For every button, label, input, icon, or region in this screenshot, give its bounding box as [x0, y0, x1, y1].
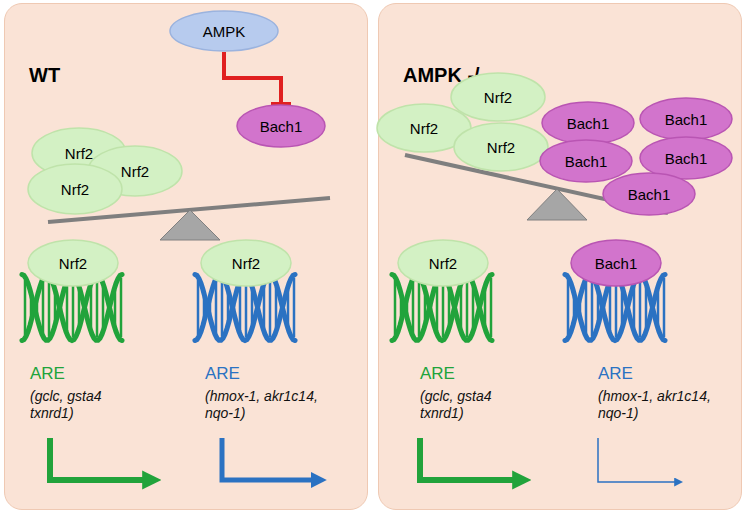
- base-pair: [466, 278, 469, 338]
- gene-list: (hmox-1, akr1c14, nqo-1): [205, 388, 345, 422]
- dna-helix: [392, 275, 492, 341]
- dna-strand: [565, 275, 665, 341]
- base-pair: [663, 278, 666, 337]
- base-pair: [585, 282, 588, 334]
- dna-strand: [22, 275, 122, 341]
- dna-helix: [195, 275, 295, 341]
- gene-list: (gclc, gsta4 txnrd1): [30, 388, 140, 422]
- protein-name: Nrf2: [121, 163, 149, 180]
- element-name: ARE: [598, 364, 688, 384]
- dna-strand: [22, 275, 122, 341]
- ellipse-shape: [454, 123, 548, 171]
- base-pair: [567, 280, 570, 335]
- base-pair: [490, 278, 493, 337]
- ellipse-shape: [170, 11, 278, 51]
- protein-name: Nrf2: [410, 120, 438, 137]
- seesaw-beam: [405, 155, 668, 213]
- protein-name: Nrf2: [429, 255, 457, 272]
- protein-name: Bach1: [595, 255, 638, 272]
- kinase-ellipse: AMPK: [169, 10, 279, 52]
- ellipse-shape: [542, 102, 634, 144]
- ellipse-shape: [571, 240, 661, 286]
- base-pair: [24, 280, 27, 335]
- base-pair: [215, 282, 218, 334]
- element-name: ARE: [420, 364, 510, 384]
- protein-name: Nrf2: [487, 139, 515, 156]
- expression-arrow: [598, 438, 676, 482]
- protein-ellipse: Nrf2: [450, 72, 546, 122]
- base-pair: [197, 280, 200, 335]
- condition-panel: AMPK -/-Nrf2Nrf2Nrf2Bach1Bach1Bach1Bach1…: [378, 3, 742, 510]
- ellipse-shape: [201, 240, 291, 286]
- dna-strand: [195, 275, 295, 341]
- protein-name: Bach1: [565, 153, 608, 170]
- ellipse-shape: [451, 73, 545, 121]
- inhibition-connector: [224, 52, 281, 104]
- base-pair: [639, 278, 642, 338]
- protein-ellipse: Nrf2: [27, 163, 123, 215]
- expression-arrow: [222, 438, 314, 480]
- ellipse-shape: [603, 173, 695, 215]
- expression-arrow: [50, 438, 146, 480]
- protein-ellipse: Bach1: [639, 97, 733, 141]
- base-pair: [245, 278, 248, 337]
- element-name: ARE: [30, 364, 120, 384]
- protein-ellipse: Nrf2: [397, 239, 489, 287]
- element-name: ARE: [205, 364, 295, 384]
- protein-name: Nrf2: [61, 181, 89, 198]
- ellipse-shape: [640, 98, 732, 140]
- dna-strand: [195, 275, 295, 341]
- protein-name: Bach1: [260, 118, 303, 135]
- gene-list: (hmox-1, akr1c14, nqo-1): [598, 388, 738, 422]
- base-pair: [42, 282, 45, 334]
- panel-title: WT: [29, 64, 60, 87]
- protein-name: Bach1: [628, 186, 671, 203]
- protein-name: AMPK: [203, 23, 246, 40]
- ellipse-shape: [540, 140, 632, 182]
- base-pair: [442, 278, 445, 337]
- protein-ellipse: Bach1: [541, 101, 635, 145]
- seesaw-fulcrum: [160, 210, 220, 240]
- protein-name: Bach1: [665, 150, 708, 167]
- base-pair: [293, 278, 296, 337]
- base-pair: [615, 278, 618, 337]
- protein-name: Bach1: [665, 111, 708, 128]
- gene-list: (gclc, gsta4 txnrd1): [420, 388, 530, 422]
- seesaw-fulcrum: [527, 189, 587, 220]
- expression-arrow: [420, 438, 516, 480]
- condition-panel: WTAMPKNrf2Nrf2Nrf2Bach1Nrf2Nrf2: [4, 3, 368, 510]
- dna-helix: [565, 275, 665, 341]
- protein-ellipse: Nrf2: [200, 239, 292, 287]
- base-pair: [48, 279, 51, 337]
- ellipse-shape: [28, 240, 118, 286]
- protein-name: Bach1: [567, 115, 610, 132]
- protein-ellipse: Bach1: [570, 239, 662, 287]
- protein-ellipse: Bach1: [236, 104, 326, 148]
- protein-ellipse: Bach1: [539, 139, 633, 183]
- protein-ellipse: Bach1: [602, 172, 696, 216]
- base-pair: [412, 282, 415, 334]
- base-pair: [269, 278, 272, 338]
- ellipse-shape: [28, 164, 122, 214]
- base-pair: [72, 278, 75, 337]
- base-pair: [120, 278, 123, 337]
- protein-name: Nrf2: [484, 89, 512, 106]
- protein-ellipse: Nrf2: [453, 122, 549, 172]
- dna-strand: [565, 275, 665, 341]
- protein-name: Nrf2: [59, 255, 87, 272]
- dna-strand: [392, 275, 492, 341]
- base-pair: [96, 278, 99, 338]
- base-pair: [418, 279, 421, 337]
- protein-ellipse: Nrf2: [27, 239, 119, 287]
- base-pair: [591, 279, 594, 337]
- ellipse-shape: [237, 105, 325, 147]
- base-pair: [221, 279, 224, 337]
- protein-name: Nrf2: [232, 255, 260, 272]
- ellipse-shape: [398, 240, 488, 286]
- protein-name: Nrf2: [65, 145, 93, 162]
- dna-strand: [392, 275, 492, 341]
- dna-helix: [22, 275, 122, 341]
- base-pair: [394, 280, 397, 335]
